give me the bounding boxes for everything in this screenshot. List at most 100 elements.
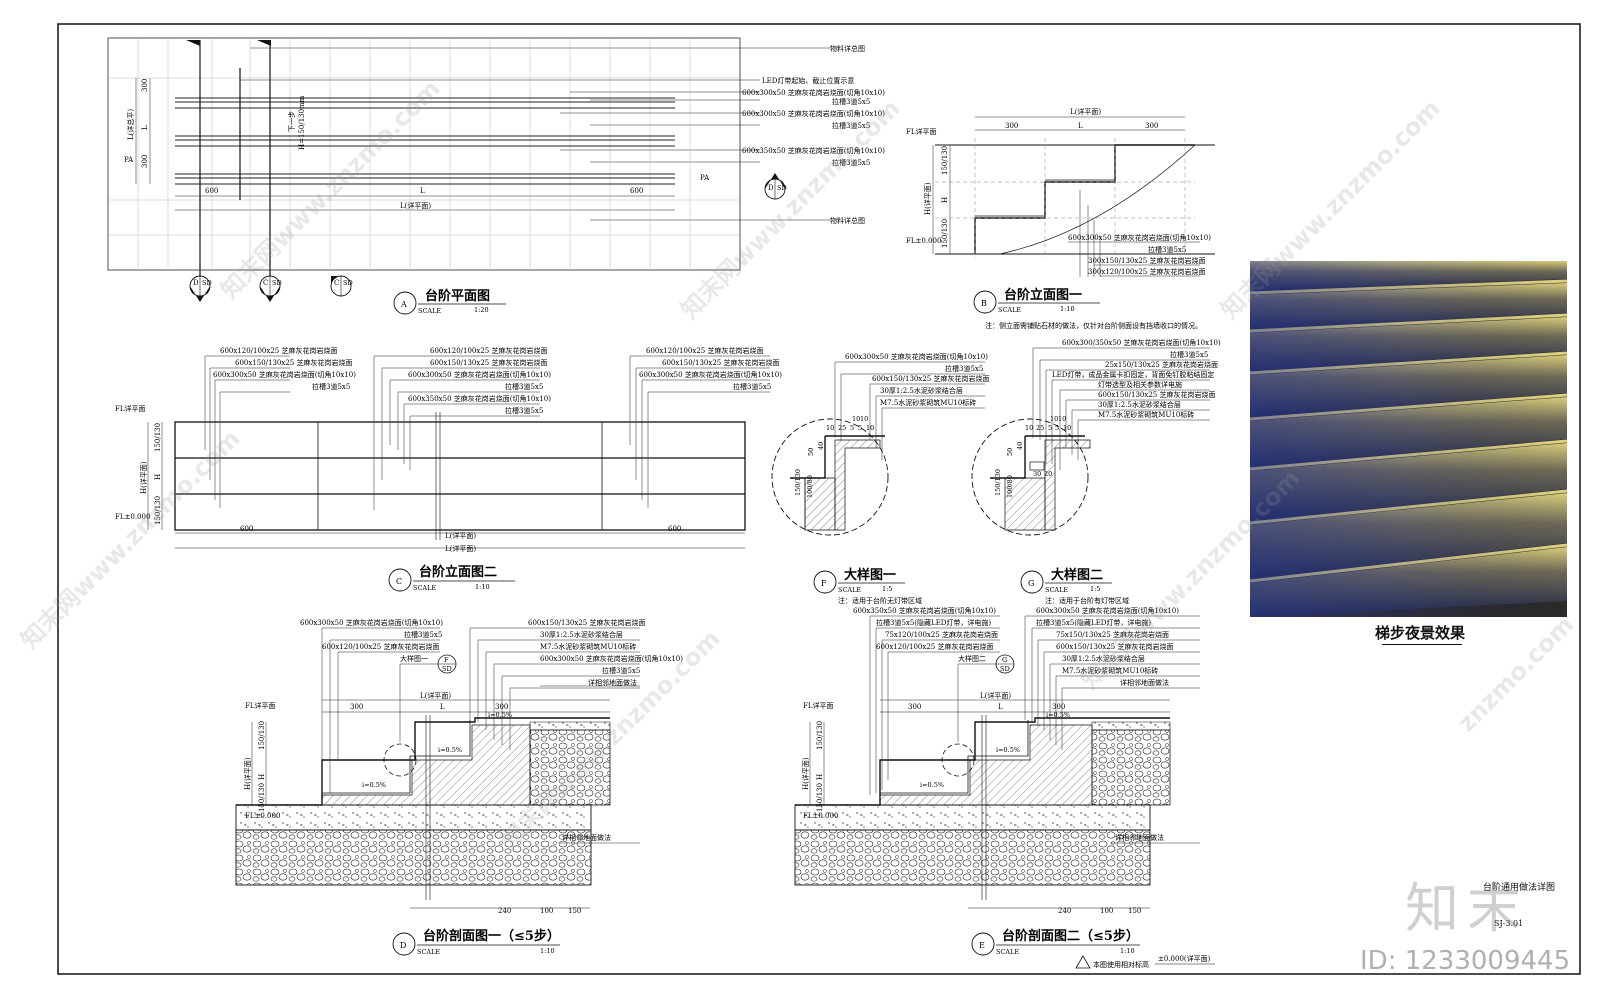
view-g-title: 大样图二 <box>1051 567 1103 583</box>
detail-g-dim-f: 10 <box>1025 424 1033 432</box>
elev2-g2-label-5: 拉槽3道5x5 <box>505 406 543 415</box>
elev1-dim-d1: 300 <box>1005 122 1018 130</box>
plan-section-ref-c2: C SD <box>330 275 353 297</box>
section-d-dim-d1: 300 <box>350 703 363 711</box>
section-e-dim-d3: 300 <box>1052 703 1065 711</box>
plan-label-7: 拉槽3道5x5 <box>832 158 870 167</box>
detail-g-dim-b: 10 <box>1058 415 1066 423</box>
section-d-label-7: 600x300x50 芝麻灰花岗岩烧面(切角10x10) <box>540 654 683 663</box>
plan-label-1: LED灯带起始、截止位置示意 <box>762 76 854 85</box>
view-a-scale-word: SCALE <box>418 307 441 315</box>
section-d-label-2: 600x120/100x25 芝麻灰花岗岩烧面 <box>322 642 439 651</box>
view-c-letter: C <box>396 577 402 586</box>
view-f-scale: 1:5 <box>882 585 892 593</box>
elev1-dim-top: L(详平面) <box>1070 107 1101 116</box>
view-title-d: D 台阶剖面图一（≤5步） SCALE 1:10 <box>392 928 560 956</box>
elev2-dim-h1: 150/130 <box>154 423 162 452</box>
detail-g-label-7: M7.5水泥砂浆砌筑MU10标砖 <box>1098 410 1194 419</box>
section-e-label-11: 详相邻地面做法 <box>1120 678 1169 687</box>
section-e-label-6: 拉槽3道5x5(隐藏LED灯带，详电施) <box>1036 618 1151 627</box>
section-d-slope-2: i=0.5% <box>438 746 462 754</box>
section-e-label-7: 75x150/130x25 芝麻灰花岗岩烧面 <box>1056 630 1169 639</box>
section-d-dim-h3: 150/130 <box>258 783 266 812</box>
section-d-slope-1: i=0.5% <box>488 711 512 719</box>
view-e-scale-word: SCALE <box>996 948 1019 956</box>
detail-g-dim-h4: 100/80 <box>1006 475 1014 498</box>
detail-f-dim-e: 5 <box>858 424 862 432</box>
sheet-number: SJ-3.01 <box>1494 919 1524 928</box>
detail-g-dim-h2: 50 <box>1006 448 1014 456</box>
detail-g-dim-d: 5 <box>1048 424 1052 432</box>
elev2-g1-label-1: 600x150/130x25 芝麻灰花岗岩烧面 <box>235 358 352 367</box>
detail-g-label-1: 拉槽3道5x5 <box>1170 350 1208 359</box>
elev2-dim-mid: L(详平面) <box>445 531 476 540</box>
plan-ref-d2-letter: D <box>768 184 774 192</box>
elev1-label-1: 拉槽3道5x5 <box>1148 245 1186 254</box>
elev2-g1-label-3: 拉槽3道5x5 <box>312 382 350 391</box>
view-b-scale-word: SCALE <box>998 306 1021 314</box>
elev2-dim-htotal: H(详平面) <box>139 461 148 494</box>
view-g-scale-word: SCALE <box>1045 586 1068 594</box>
elev2-g2-label-1: 600x150/130x25 芝麻灰花岗岩烧面 <box>430 358 547 367</box>
elev1-label-0: 600x300x50 芝麻灰花岗岩烧面(切角10x10) <box>1068 233 1211 242</box>
plan-pa-left: PA <box>124 156 134 164</box>
elev2-g3-label-2: 600x300x50 芝麻灰花岗岩烧面(切角10x10) <box>639 370 782 379</box>
section-e-label-1: 拉槽3道5x5(隐藏LED灯带，详电施) <box>876 618 991 627</box>
section-d-dim-b3: 150 <box>568 907 581 915</box>
view-e-title: 台阶剖面图二（≤5步） <box>1002 928 1139 944</box>
plan-dim-mid: L <box>420 187 425 195</box>
view-d-title: 台阶剖面图一（≤5步） <box>423 928 560 944</box>
section-e-dim-h2: H <box>816 774 824 780</box>
foot-level: ±0.000(详平面) <box>1158 954 1211 963</box>
view-a-title: 台阶平面图 <box>425 288 490 304</box>
detail-f-dim-a: 10 <box>852 415 860 423</box>
detail-g-label-4: 灯带选型及相关参数详电施 <box>1098 380 1182 389</box>
section-e-fl-top: FL详平面 <box>803 701 834 710</box>
elev2-dim-right: 600 <box>668 525 681 533</box>
detail-f-label-1: 拉槽3道5x5 <box>945 364 983 373</box>
plan-ref-c-letter: C <box>263 279 268 287</box>
view-g-letter: G <box>1028 579 1034 588</box>
view-d-scale-word: SCALE <box>417 948 440 956</box>
elev2-dim-left: 600 <box>240 525 253 533</box>
detail-f-label-2: 600x150/130x25 芝麻灰花岗岩烧面 <box>872 374 989 383</box>
section-e-dim-top: L(详平面) <box>980 691 1011 700</box>
section-e-slope-2: i=0.5% <box>996 746 1020 754</box>
section-e-ref: G SD <box>995 654 1015 674</box>
detail-g-dim-i: 30 <box>1033 470 1041 478</box>
view-d-letter: D <box>400 941 406 950</box>
detail-f-dim-d: 5 <box>850 424 854 432</box>
section-e-fl-bot: FL±0.000 <box>803 812 838 820</box>
view-e-scale: 1:10 <box>1120 947 1135 955</box>
view-f-note: 注：适用于台阶无灯带区域 <box>838 596 922 605</box>
elev2-dim-h2: H <box>154 474 162 480</box>
plan-ref-c-sub: SD <box>272 279 282 287</box>
section-e-label-12: 详相邻地面做法 <box>1115 833 1164 842</box>
plan-label-4: 600x300x50 芝麻灰花岗岩烧面(切角10x10) <box>742 109 885 118</box>
section-e-label-10: M7.5水泥砂浆砌筑MU10标砖 <box>1062 666 1158 675</box>
plan-dim-total: L(详平面) <box>400 201 431 210</box>
section-d-label-6: M7.5水泥砂浆砌筑MU10标砖 <box>540 642 636 651</box>
view-f-scale-word: SCALE <box>838 586 861 594</box>
section-d-label-3: 大样图一 <box>400 654 428 663</box>
section-d-dim-b1: 240 <box>498 907 511 915</box>
section-d-ref-sub: SD <box>442 665 452 673</box>
plan-dim-v3: 300 <box>141 155 149 168</box>
detail-g-dim-e: 5 <box>1055 424 1059 432</box>
elev2-g3-label-0: 600x120/100x25 芝麻灰花岗岩烧面 <box>646 346 763 355</box>
elev2-g1-label-2: 600x300x50 芝麻灰花岗岩烧面(切角10x10) <box>213 370 356 379</box>
section-d-dim-top: L(详平面) <box>420 691 451 700</box>
section-e-ref-sub: SD <box>1000 665 1010 673</box>
view-a-scale: 1:20 <box>474 306 489 314</box>
section-e-slope-3: i=0.5% <box>920 781 944 789</box>
section-1: 600x300x50 芝麻灰花岗岩烧面(切角10x10) 拉槽3道5x5 600… <box>235 618 683 956</box>
elev2-g2-label-4: 600x350x50 芝麻灰花岗岩烧面(切角10x10) <box>408 394 551 403</box>
section-d-label-4: 600x150/130x25 芝麻灰花岗岩烧面 <box>528 618 645 627</box>
view-a-letter: A <box>400 300 407 309</box>
section-e-label-8: 600x150/130x25 芝麻灰花岗岩烧面 <box>1056 642 1173 651</box>
detail-f-label-0: 600x300x50 芝麻灰花岗岩烧面(切角10x10) <box>845 352 988 361</box>
section-d-ref: F SD <box>437 654 457 674</box>
elev1-label-3: 300x120/100x25 芝麻灰花岗岩烧面 <box>1088 267 1205 276</box>
section-d-label-5: 30厚1:2.5水泥砂浆结合层 <box>540 630 623 639</box>
plan-ref-c2-sub: SD <box>343 279 353 287</box>
